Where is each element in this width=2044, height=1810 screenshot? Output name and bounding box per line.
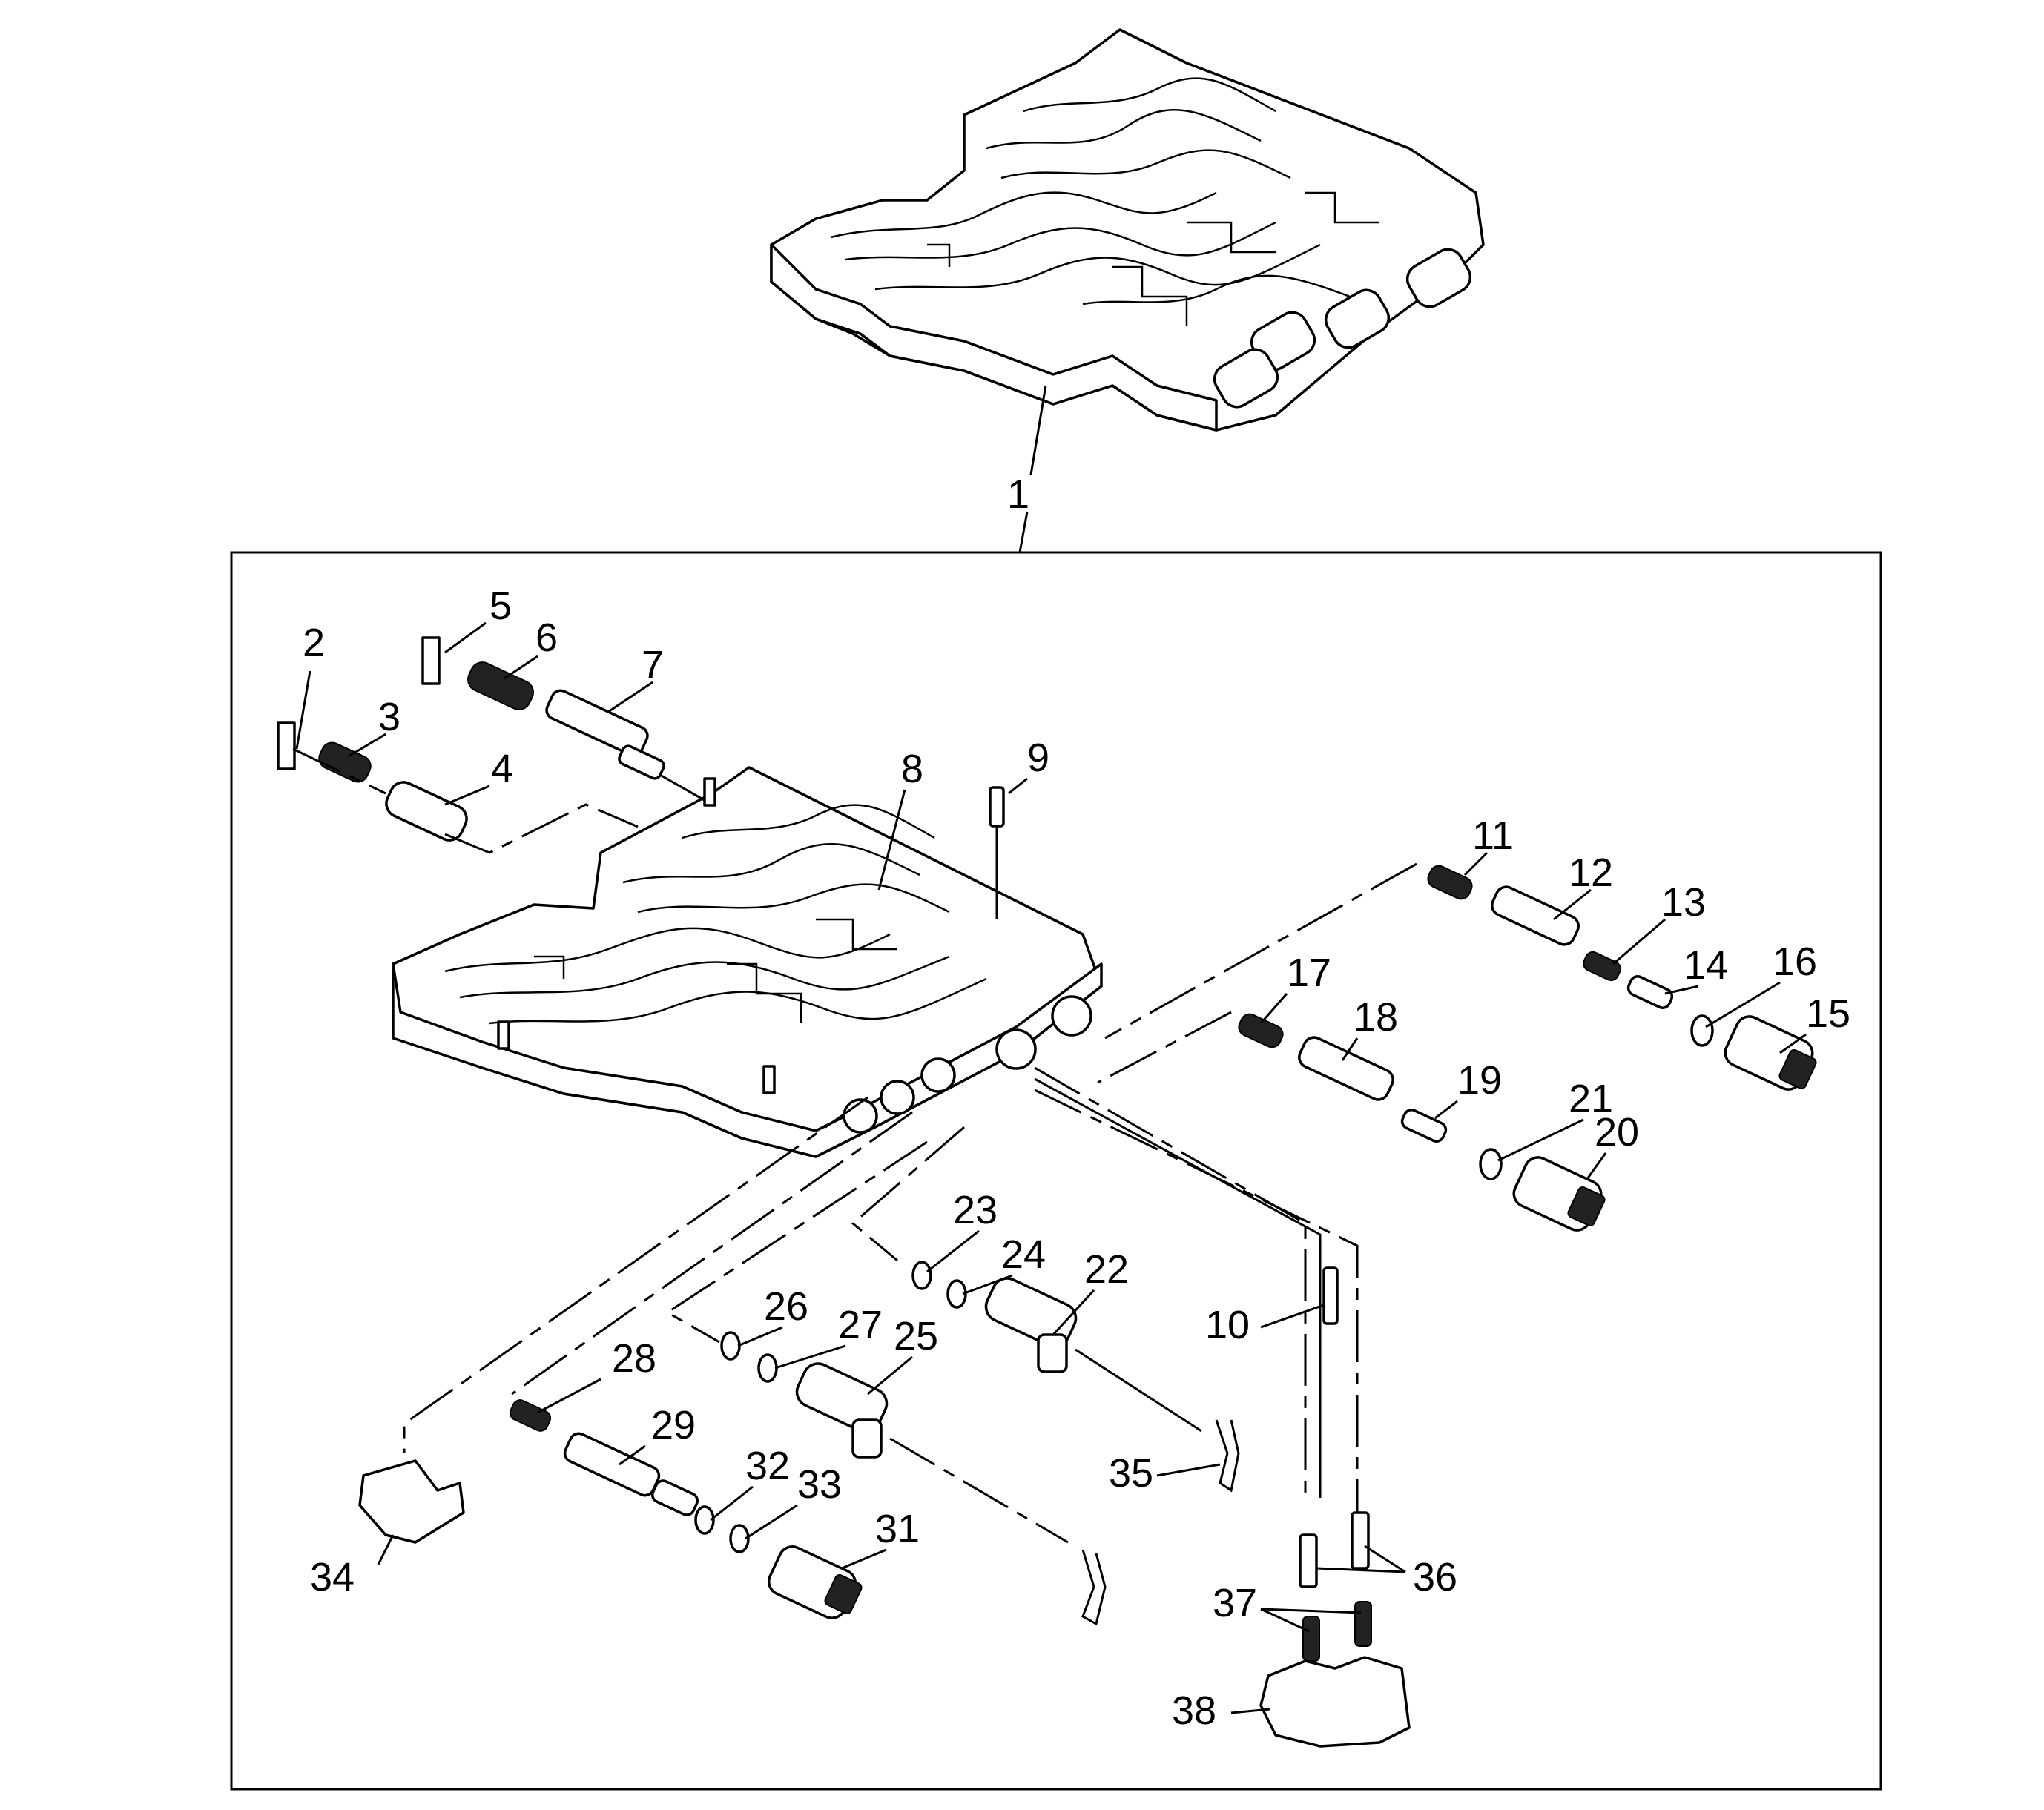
callout-6: 6 <box>535 615 558 660</box>
callout-29: 29 <box>651 1403 696 1447</box>
callout-21: 21 <box>1569 1077 1613 1121</box>
o-ring-27 <box>757 1353 778 1383</box>
callout-22: 22 <box>1084 1247 1129 1292</box>
callout-27: 27 <box>838 1303 883 1347</box>
solenoid-22 <box>984 1277 1078 1373</box>
top-solenoids <box>1213 248 1472 409</box>
callout-25: 25 <box>894 1314 938 1358</box>
valve-4 <box>385 781 468 842</box>
plug-19 <box>1400 1109 1448 1143</box>
callout-5: 5 <box>489 584 512 628</box>
spring-6 <box>467 661 534 710</box>
retainer-plate-5 <box>421 636 441 685</box>
spring-37b <box>1354 1601 1372 1647</box>
callout-31: 31 <box>875 1507 920 1551</box>
callout-32: 32 <box>745 1444 790 1488</box>
callout-26: 26 <box>764 1284 808 1329</box>
plug-14 <box>1626 975 1674 1009</box>
callout-17: 17 <box>1287 951 1331 995</box>
callout-14: 14 <box>1684 943 1728 988</box>
spring-11 <box>1427 865 1473 900</box>
callout-8: 8 <box>901 747 923 791</box>
o-ring-23 <box>911 1261 932 1290</box>
callout-34: 34 <box>310 1555 355 1599</box>
solenoid-20 <box>1512 1156 1606 1232</box>
callout-13: 13 <box>1661 880 1706 925</box>
solenoid-25 <box>795 1362 889 1459</box>
valve-bores <box>843 995 1092 1134</box>
o-ring-21 <box>1479 1148 1503 1180</box>
callout-labels: 1 2 3 4 5 6 7 8 9 10 11 12 13 14 15 16 1… <box>303 472 1850 1733</box>
valve-18 <box>1298 1036 1394 1101</box>
callout-11: 11 <box>1472 813 1514 858</box>
callout-28: 28 <box>612 1336 656 1381</box>
callout-7: 7 <box>642 643 664 687</box>
spring-13 <box>1583 951 1621 982</box>
bracket-34 <box>358 1459 465 1544</box>
leader-lines <box>295 621 1807 1714</box>
pin-9 <box>989 786 1005 828</box>
spring-28 <box>509 1399 552 1432</box>
callout-2: 2 <box>303 621 325 665</box>
bracket-38 <box>1259 1656 1411 1748</box>
clip-35b <box>1081 1549 1107 1626</box>
sleeve-36a <box>1299 1533 1318 1588</box>
callout-9: 9 <box>1027 736 1049 780</box>
callout-20: 20 <box>1595 1110 1639 1155</box>
callout-12: 12 <box>1569 850 1613 895</box>
o-ring-33 <box>729 1524 750 1553</box>
exploded-view-frame <box>230 551 1882 1791</box>
callout-23: 23 <box>953 1188 998 1232</box>
valve-body-main <box>392 766 1103 1158</box>
spring-17 <box>1238 1013 1284 1048</box>
spring-3 <box>318 741 372 783</box>
callout-10: 10 <box>1205 1303 1250 1347</box>
callout-4: 4 <box>491 747 513 791</box>
callout-1: 1 <box>1007 472 1029 517</box>
callout-36: 36 <box>1413 1555 1457 1599</box>
o-ring-16 <box>1690 1014 1714 1047</box>
callout-16: 16 <box>1773 939 1817 984</box>
o-ring-26 <box>720 1331 741 1361</box>
callout-33: 33 <box>797 1462 842 1507</box>
pin-10 <box>1322 1266 1339 1325</box>
valve-29 <box>563 1432 699 1516</box>
spring-37a <box>1302 1616 1320 1662</box>
callout-37: 37 <box>1213 1581 1257 1625</box>
sleeve-36b <box>1351 1511 1370 1570</box>
o-ring-32 <box>694 1505 715 1535</box>
valve-7 <box>545 689 665 780</box>
valve-12 <box>1491 885 1580 946</box>
solenoid-31 <box>767 1545 863 1619</box>
callout-38: 38 <box>1172 1688 1216 1733</box>
callout-15: 15 <box>1806 991 1850 1036</box>
clip-35a <box>1215 1419 1240 1493</box>
callout-19: 19 <box>1457 1058 1502 1103</box>
callout-3: 3 <box>378 695 400 739</box>
callout-24: 24 <box>1001 1232 1046 1277</box>
retainer-plate-2 <box>277 721 296 770</box>
valve-body-assembly-top <box>770 28 1485 553</box>
callout-35: 35 <box>1109 1451 1153 1496</box>
callout-18: 18 <box>1354 995 1398 1040</box>
solenoid-15 <box>1724 1015 1817 1091</box>
